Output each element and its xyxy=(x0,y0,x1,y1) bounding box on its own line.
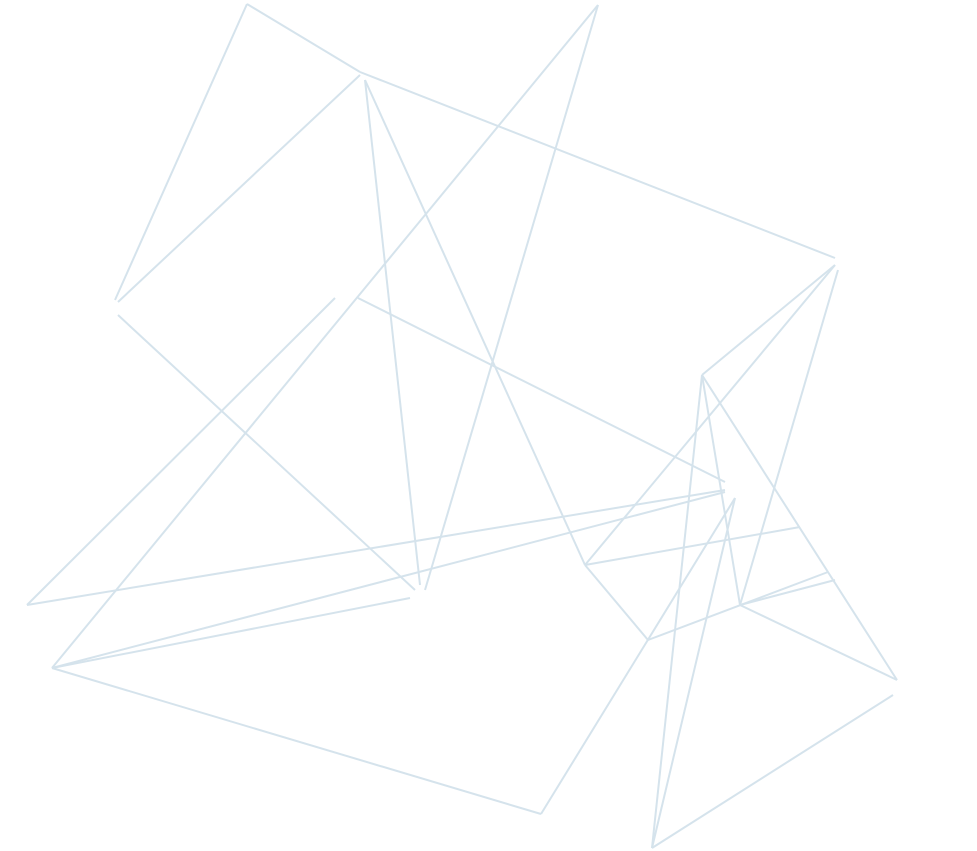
wireframe-line xyxy=(26,297,336,606)
wireframe-line xyxy=(246,3,361,73)
wireframe-line xyxy=(739,579,836,606)
wireframe-line xyxy=(26,489,726,606)
wireframe-line xyxy=(117,74,361,303)
wireframe-line xyxy=(701,374,741,606)
wireframe-line xyxy=(651,694,894,849)
wireframe-line xyxy=(647,571,829,641)
wireframe-line xyxy=(651,374,703,849)
wireframe-line xyxy=(584,264,836,566)
wireframe-line xyxy=(51,491,726,669)
wireframe-line xyxy=(364,79,421,586)
wireframe-line xyxy=(364,79,586,566)
wireframe-line xyxy=(584,564,649,641)
wireframe-line xyxy=(359,71,836,259)
wireframe-line xyxy=(584,526,801,566)
wireframe-line xyxy=(424,4,599,591)
wireframe-line xyxy=(51,597,411,669)
wireframe-line xyxy=(739,604,898,681)
wireframe-line xyxy=(51,4,599,669)
wireframe-line xyxy=(739,269,839,606)
wireframe-line xyxy=(51,667,542,815)
wireframe-line xyxy=(540,497,736,815)
wireframe-line xyxy=(651,497,736,849)
wireframe-line xyxy=(357,297,726,483)
wireframe-line xyxy=(114,3,248,301)
wireframe-line xyxy=(701,264,836,376)
wireframe-line xyxy=(117,314,416,591)
